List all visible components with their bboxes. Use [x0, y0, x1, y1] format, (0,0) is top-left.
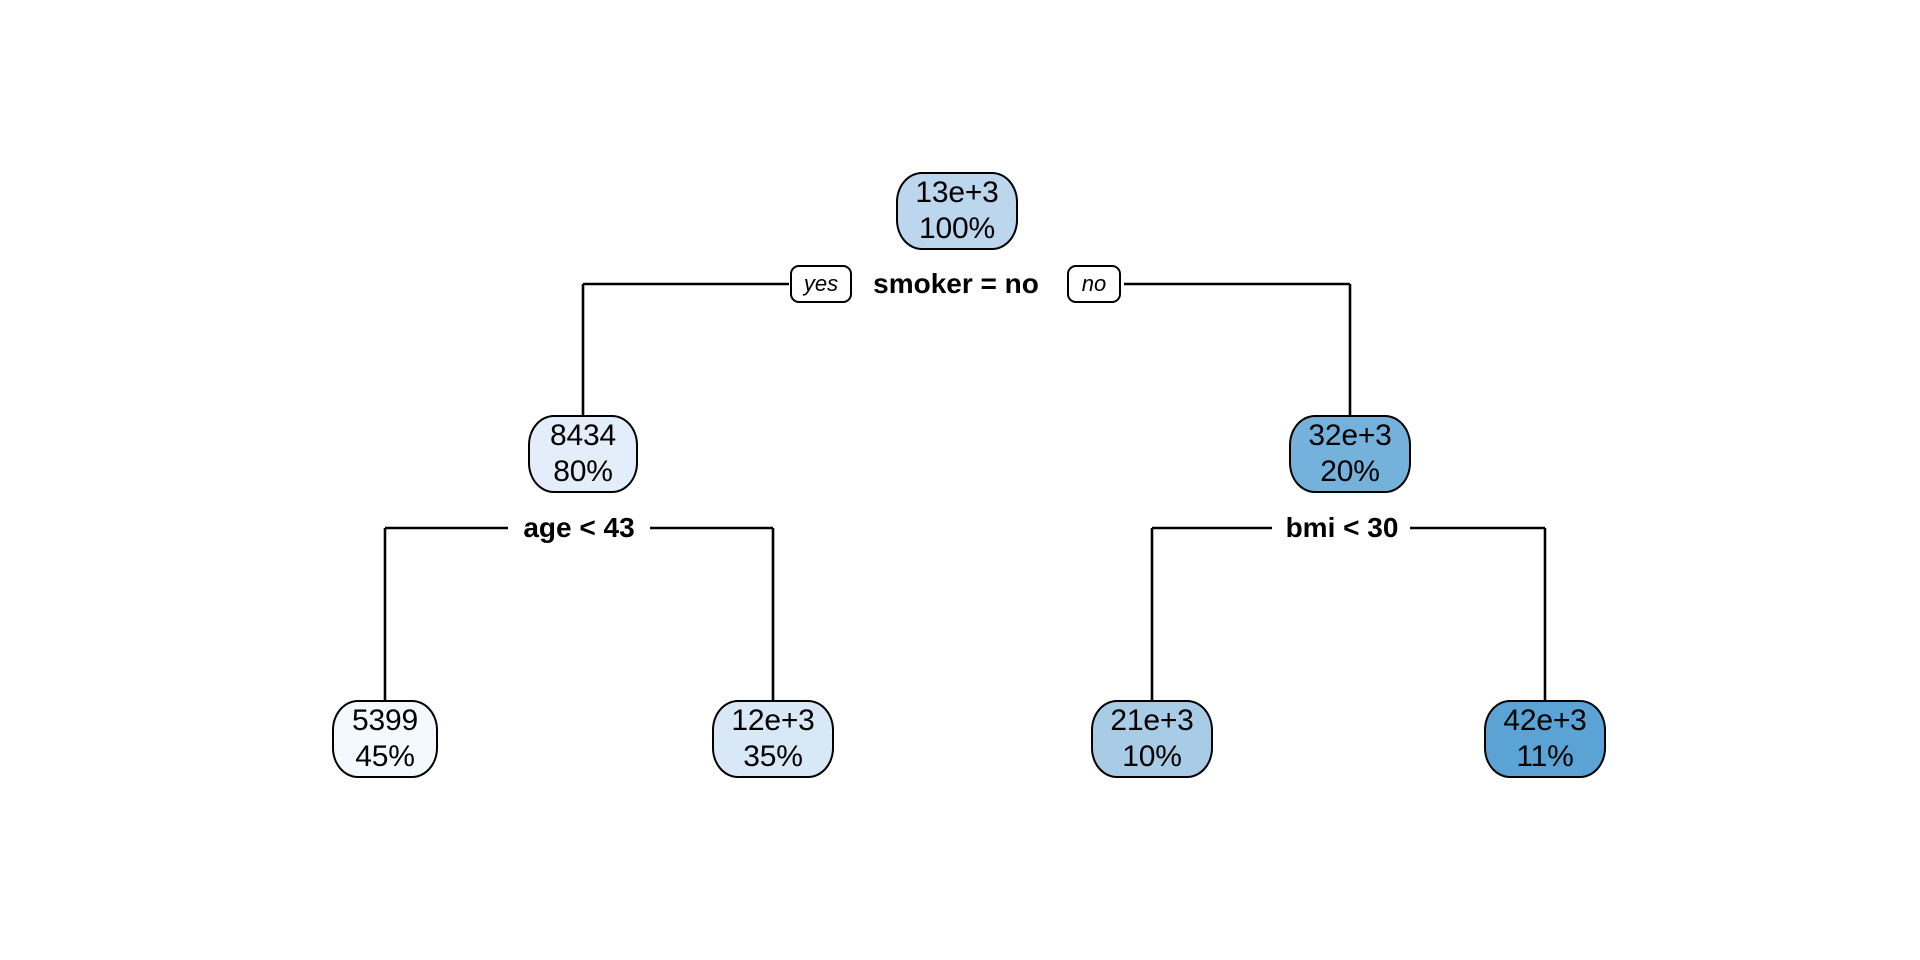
tree-leaf-3[interactable]: 21e+3 10% — [1091, 700, 1213, 778]
tree-node-right-internal[interactable]: 32e+3 20% — [1289, 415, 1411, 493]
tree-leaf-2-value: 12e+3 — [731, 704, 815, 738]
split-right-condition[interactable]: bmi < 30 — [1279, 512, 1405, 543]
tree-node-right-internal-value: 32e+3 — [1308, 419, 1392, 453]
tree-leaf-4-value: 42e+3 — [1503, 704, 1587, 738]
tree-leaf-1-value: 5399 — [352, 704, 418, 738]
split-root-yes-label: yes — [803, 270, 839, 296]
split-root-no-badge[interactable]: no — [1067, 265, 1121, 303]
split-left-condition-text: age < 43 — [523, 512, 635, 543]
tree-leaf-2-percent: 35% — [743, 740, 803, 773]
split-right-condition-text: bmi < 30 — [1285, 512, 1399, 543]
tree-node-left-internal-percent: 80% — [553, 455, 613, 488]
tree-node-right-internal-percent: 20% — [1320, 455, 1380, 488]
split-root-condition-text: smoker = no — [873, 268, 1039, 299]
tree-node-root[interactable]: 13e+3 100% — [896, 172, 1018, 250]
tree-node-root-value: 13e+3 — [915, 176, 999, 210]
split-root-no-label: no — [1081, 270, 1107, 296]
tree-leaf-2[interactable]: 12e+3 35% — [712, 700, 834, 778]
tree-leaf-1-percent: 45% — [355, 740, 415, 773]
split-root-condition[interactable]: smoker = no — [867, 270, 1045, 298]
tree-leaf-4[interactable]: 42e+3 11% — [1484, 700, 1606, 778]
tree-leaf-4-percent: 11% — [1516, 740, 1574, 773]
tree-leaf-3-percent: 10% — [1122, 740, 1182, 773]
split-root-yes-badge[interactable]: yes — [790, 265, 852, 303]
tree-leaf-3-value: 21e+3 — [1110, 704, 1194, 738]
split-left-condition[interactable]: age < 43 — [517, 512, 641, 543]
tree-node-left-internal-value: 8434 — [550, 419, 616, 453]
tree-node-left-internal[interactable]: 8434 80% — [528, 415, 638, 493]
tree-leaf-1[interactable]: 5399 45% — [332, 700, 438, 778]
tree-node-root-percent: 100% — [919, 212, 995, 245]
